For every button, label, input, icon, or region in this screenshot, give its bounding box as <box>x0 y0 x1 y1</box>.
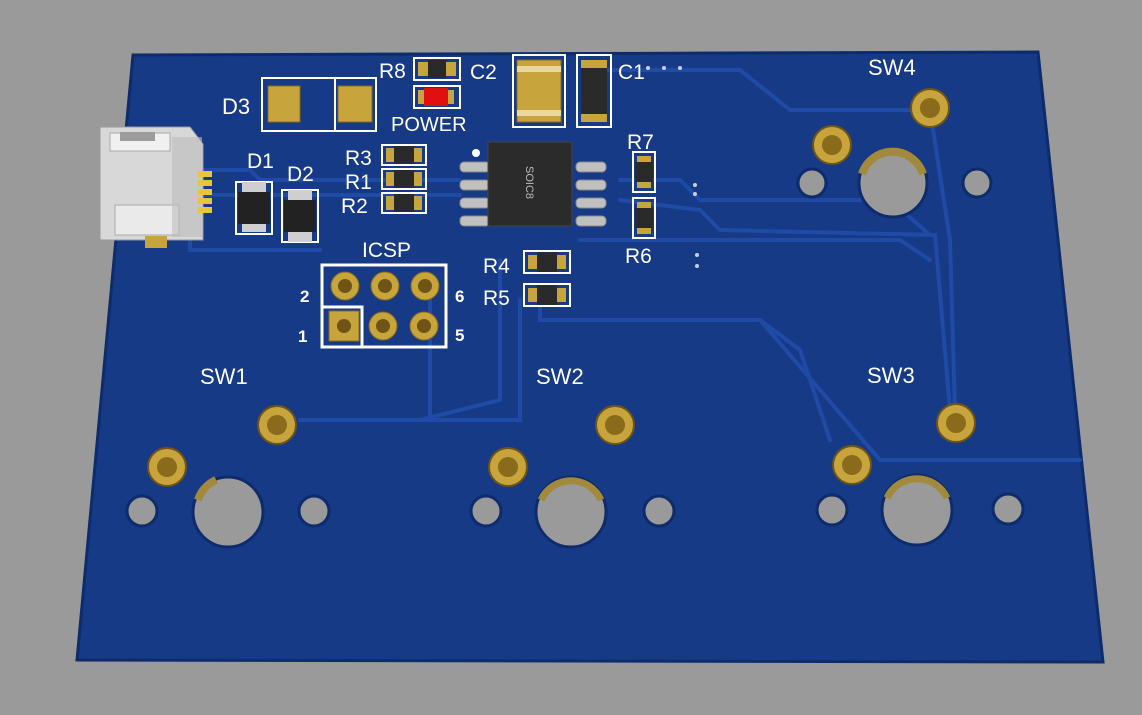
c1-outline <box>576 54 612 128</box>
r7-outline <box>632 151 656 193</box>
icsp-pin1-label: 1 <box>298 327 307 346</box>
label-d1: D1 <box>247 150 274 173</box>
r5-outline <box>523 283 571 307</box>
label-sw4: SW4 <box>868 55 916 80</box>
r6-outline <box>632 197 656 239</box>
label-r8: R8 <box>379 60 406 83</box>
label-d3: D3 <box>222 94 250 119</box>
sw1-footprint <box>125 405 331 549</box>
label-c2: C2 <box>470 61 497 84</box>
d3-pad-b <box>337 85 373 123</box>
ic-marking: SOIC8 <box>523 166 535 199</box>
r2-outline <box>381 192 427 214</box>
r1-outline <box>381 168 427 190</box>
icsp-pin2-label: 2 <box>300 287 309 306</box>
icsp-pin1-marker <box>320 305 364 349</box>
icsp-pads <box>328 271 440 342</box>
label-r1: R1 <box>345 171 372 194</box>
icsp-pin6-label: 6 <box>455 287 464 306</box>
label-r2: R2 <box>341 195 368 218</box>
label-r4: R4 <box>483 255 510 278</box>
d3-pad-a <box>267 85 301 123</box>
sw3-footprint <box>815 403 1025 547</box>
d2-body <box>284 200 316 232</box>
label-r6: R6 <box>625 245 652 268</box>
label-r7: R7 <box>627 131 654 154</box>
sw4-footprint <box>796 88 993 219</box>
r3-outline <box>381 144 427 166</box>
power-led <box>413 85 461 109</box>
pcb-board <box>75 50 1105 664</box>
label-power: POWER <box>391 114 467 136</box>
label-icsp: ICSP <box>362 239 411 262</box>
icsp-pin5-label: 5 <box>455 326 464 345</box>
usb-connector <box>99 126 212 248</box>
label-sw1: SW1 <box>200 364 248 389</box>
label-r5: R5 <box>483 287 510 310</box>
d3-outline <box>261 77 377 132</box>
label-c1: C1 <box>618 61 645 84</box>
label-sw3: SW3 <box>867 363 915 388</box>
label-r3: R3 <box>345 147 372 170</box>
r8-outline <box>413 57 461 81</box>
soic8-ic: SOIC8 <box>459 141 607 227</box>
sw2-footprint <box>469 405 676 549</box>
label-d2: D2 <box>287 163 314 186</box>
label-sw2: SW2 <box>536 364 584 389</box>
c1-body <box>581 68 607 114</box>
r4-outline <box>523 250 571 274</box>
c2-outline <box>512 54 566 128</box>
d1-body <box>238 192 270 224</box>
